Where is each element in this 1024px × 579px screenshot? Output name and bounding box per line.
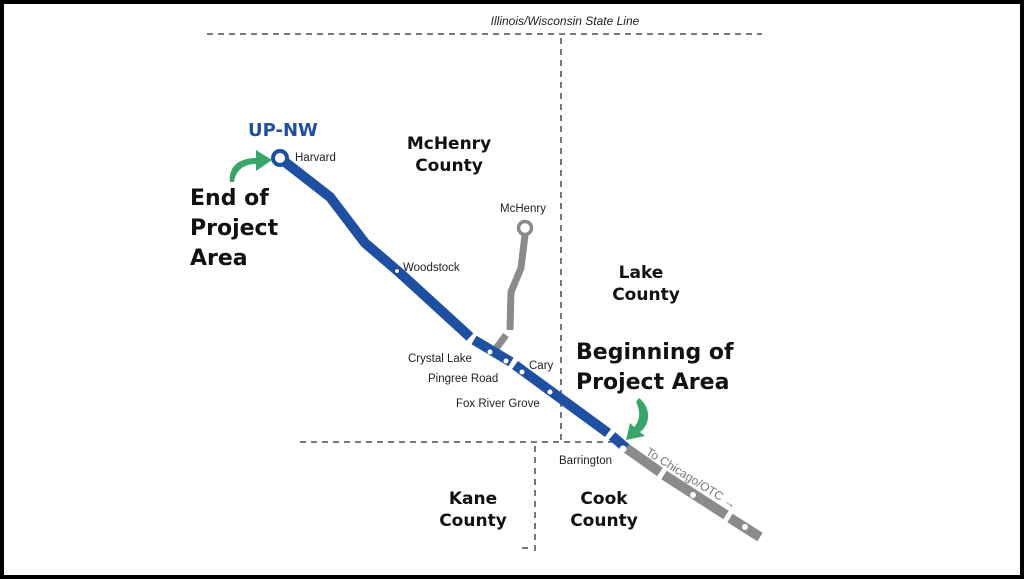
- map-frame: Illinois/Wisconsin State Line UP-NW Harv…: [4, 4, 1020, 575]
- station-label-crystal-lake: Crystal Lake: [408, 353, 472, 365]
- mchenry-terminal-icon: [516, 219, 534, 237]
- line-name: UP-NW: [248, 120, 318, 141]
- station-icon: [690, 492, 696, 498]
- station-dots: [394, 268, 748, 530]
- crystal-lake-station-icon: [487, 349, 493, 355]
- project-line: [281, 158, 630, 452]
- rail-map: Illinois/Wisconsin State Line UP-NW Harv…: [190, 14, 763, 556]
- mchenry-branch-line: [492, 234, 529, 353]
- station-label-fox-river-grove: Fox River Grove: [456, 398, 540, 410]
- cary-station-icon: [519, 369, 525, 375]
- station-label-harvard: Harvard: [295, 152, 336, 164]
- station-label-mchenry: McHenry: [500, 203, 546, 215]
- beginning-arrow-icon: [626, 398, 649, 440]
- station-label-cary: Cary: [529, 360, 554, 372]
- station-label-barrington: Barrington: [559, 455, 612, 467]
- station-label-pingree-road: Pingree Road: [428, 373, 498, 385]
- station-label-woodstock: Woodstock: [403, 262, 460, 274]
- end-arrow-icon: [229, 150, 272, 182]
- harvard-terminal-icon: [271, 149, 289, 167]
- pingree-road-station-icon: [503, 358, 509, 364]
- barrington-station-icon: [619, 445, 627, 453]
- state-line-label: Illinois/Wisconsin State Line: [491, 14, 640, 28]
- fox-river-grove-station-icon: [547, 389, 553, 395]
- station-icon: [742, 524, 748, 530]
- woodstock-station-icon: [394, 268, 400, 274]
- to-chicago-label: To Chicago/OTC →: [643, 445, 739, 512]
